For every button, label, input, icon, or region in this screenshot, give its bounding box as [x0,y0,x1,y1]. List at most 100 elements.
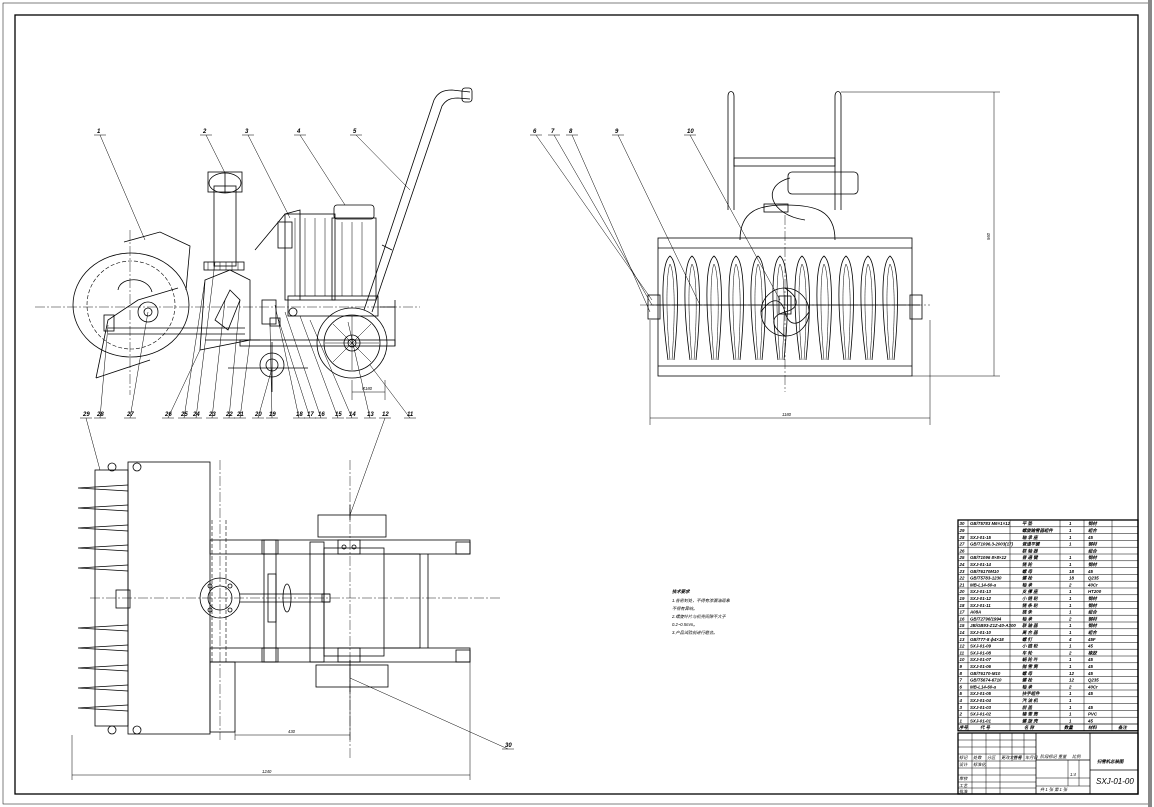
bom-cell: 5 [960,691,963,696]
bom-cell: 钢材 [1088,596,1098,601]
bom-cell: 28 [959,535,965,540]
part-balloon-17: 17 [307,412,314,418]
part-balloon-30: 30 [505,743,512,749]
bom-cell: 组合 [1088,548,1097,553]
bom-cell: GB/T5783-1230 [970,576,1002,581]
bom-cell: 螺 栓 [1022,678,1033,683]
bom-cell: 联 轴 器 [1022,623,1038,628]
bom-cell: GB/T5674-6710 [970,678,1002,683]
bom-cell: 2 [959,712,963,717]
tech-req-line-4: 0.2~0.5mm。 [672,622,697,627]
bom-cell: 组合 [1088,630,1097,635]
bom-cell: SXJ-01-05 [970,691,992,696]
bom-cell: 45 [1087,644,1093,649]
part-balloon-20: 20 [254,412,262,418]
bom-cell: 2 [1068,650,1072,655]
title-block-label: 比例 [1072,754,1081,759]
bom-cell: 蜗 轮 叶 [1022,657,1038,662]
part-balloon-16: 16 [318,412,325,418]
bom-cell: 18 [1069,569,1074,574]
bom-cell: 17 [960,610,965,615]
bom-cell: SXJ-01-10 [970,630,992,635]
bom-cell: SXJ-01-08 [970,650,992,655]
bom-cell: 24 [959,562,965,567]
bom-cell: 轴 承 座 [1022,535,1039,540]
bom-cell: 链 轮 [1022,562,1033,567]
sheet-count: 共 1 张 第 1 张 [1040,787,1068,792]
inner-frame [14,14,1139,795]
bom-cell: 1 [1069,691,1072,696]
bom-cell: 45 [1087,657,1093,662]
bom-cell: SXJ-01-07 [970,657,992,662]
part-balloon-26: 26 [164,412,172,418]
bom-cell: 1 [1069,630,1072,635]
part-balloon-24: 24 [192,412,200,418]
technical-requirements: 技术要求 1.各密封处，不得有渗漏油现象 不得有异响。 2.螺旋叶片与机壳间隙不… [671,589,731,635]
bom-cell: 45 [1087,671,1093,676]
bom-cell: SXJ-01-14 [970,562,992,567]
part-balloon-15: 15 [335,412,342,418]
bom-cell: 1 [1069,521,1072,526]
title-block-label: 设计 [959,762,968,767]
bom-cell: 扶手组件 [1022,691,1040,696]
bom-cell: SXJ-01-12 [970,596,992,601]
title-block-label: 标记 [959,755,968,760]
tech-req-title: 技术要求 [672,589,690,594]
bom-cell: 车 轮 [1022,650,1033,655]
drawing-title: 扫雪机总装图 [1097,759,1125,764]
bom-cell: 18 [960,603,965,608]
bom-cell: 螺 母 [1022,569,1033,574]
bom-cell: 1 [1069,535,1072,540]
bom-cell: 钢材 [1088,521,1098,526]
bom-cell: 1 [1069,562,1072,567]
bom-cell: 25 [959,555,965,560]
bom-cell: 1 [1069,528,1072,533]
bom-cell: GB/T77-8 ϕ4×18 [970,637,1004,642]
bom-cell: 螺 栓 [1022,576,1033,581]
bom-cell: 16 [960,616,965,621]
bom-cell: 橡胶 [1088,650,1097,655]
bom-cell: 1 [1069,705,1072,710]
bom-cell: 2 [1068,616,1072,621]
bom-header-cell: 序号 [958,725,968,730]
bom-cell: 1 [1069,596,1072,601]
drawing-number: SXJ-01-00 [1096,777,1134,786]
bom-cell: 3 [960,705,963,710]
bom-cell: 2 [1068,684,1072,689]
bom-cell: 1 [1069,542,1072,547]
part-balloon-14: 14 [349,412,356,418]
bom-cell: MB-L14-60-a [970,582,997,587]
bom-cell: 1 [960,718,963,723]
bom-cell: 4 [1068,637,1072,642]
part-balloon-28: 28 [96,412,104,418]
bom-cell: 9 [960,664,963,669]
bom-cell: SXJ-01-06 [970,664,992,669]
bom-cell: 钢材 [1088,616,1098,621]
bom-cell: 30 [960,521,965,526]
bom-cell: GB/T1096 8×8×12 [970,555,1007,560]
bom-cell: 8 [960,671,963,676]
bom-cell: 2 [1068,582,1072,587]
bom-cell: 26 [959,548,965,553]
part-balloon-13: 13 [367,412,374,418]
bom-cell: 1 [1069,610,1072,615]
title-block-label: 阶段标记 [1040,754,1058,759]
bom-cell: 45 [1087,705,1093,710]
bom-cell: 12 [1069,671,1074,676]
bom-cell: HT200 [1088,589,1102,594]
tech-req-line-3: 2.螺旋叶片与机壳间隙不大于 [671,614,727,619]
bom-cell: 40Cr [1087,684,1098,689]
bom-cell: SXJ-01-11 [970,603,991,608]
title-block-label: 审核 [959,776,968,781]
tech-req-line-1: 1.各密封处，不得有渗漏油现象 [672,598,731,603]
bom-cell: 20 [959,589,965,594]
part-balloon-27: 27 [126,412,134,418]
dim-front-height: 560 [986,232,991,240]
bom-cell: 联 轴 器 [1022,548,1038,553]
bom-cell: 1 [1069,555,1072,560]
bom-cell: SXJ-01-09 [970,644,992,649]
part-balloon-5: 5 [353,129,357,135]
bom-cell: 前 盖 [1022,705,1033,710]
bom-cell: 链 条 [1022,610,1033,615]
